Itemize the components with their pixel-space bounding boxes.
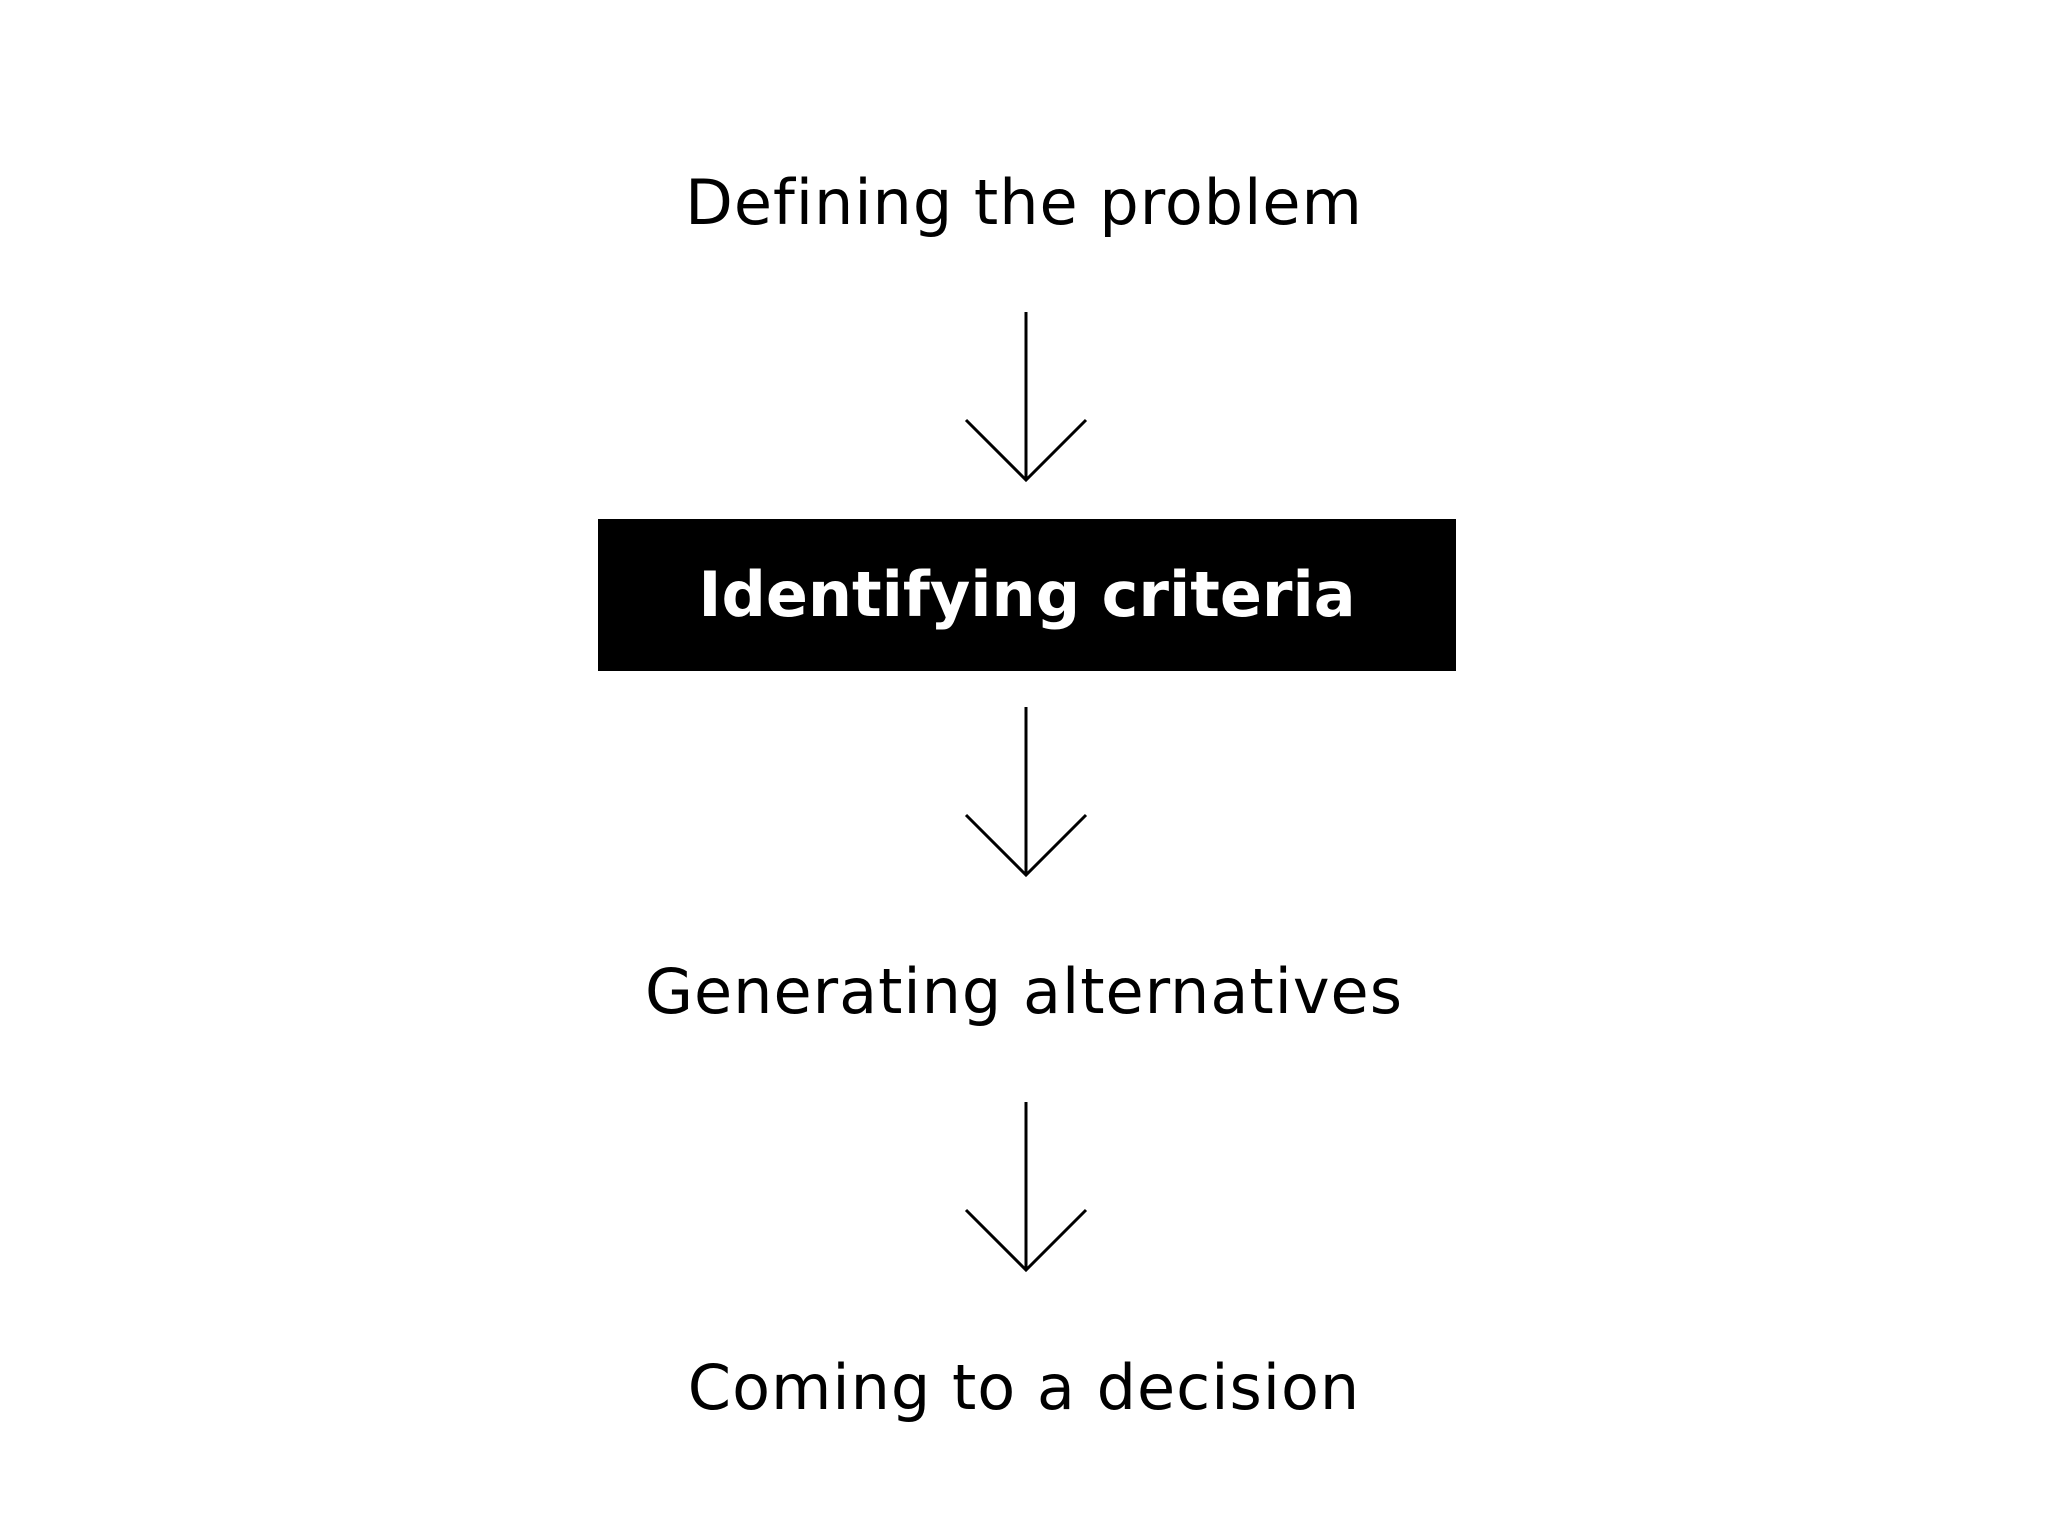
- step-label: Generating alternatives: [644, 955, 1404, 1028]
- step-label: Defining the problem: [685, 166, 1363, 239]
- step-coming-to-decision: Coming to a decision: [0, 1357, 2048, 1419]
- step-label: Coming to a decision: [687, 1351, 1361, 1424]
- step-defining-problem: Defining the problem: [0, 172, 2048, 234]
- step-identifying-criteria: Identifying criteria: [598, 519, 1456, 671]
- arrow-down-icon: [964, 707, 1088, 879]
- arrow-down-icon: [964, 1102, 1088, 1274]
- step-generating-alternatives: Generating alternatives: [0, 961, 2048, 1023]
- step-label-highlighted: Identifying criteria: [698, 558, 1356, 631]
- arrow-down-icon: [964, 312, 1088, 484]
